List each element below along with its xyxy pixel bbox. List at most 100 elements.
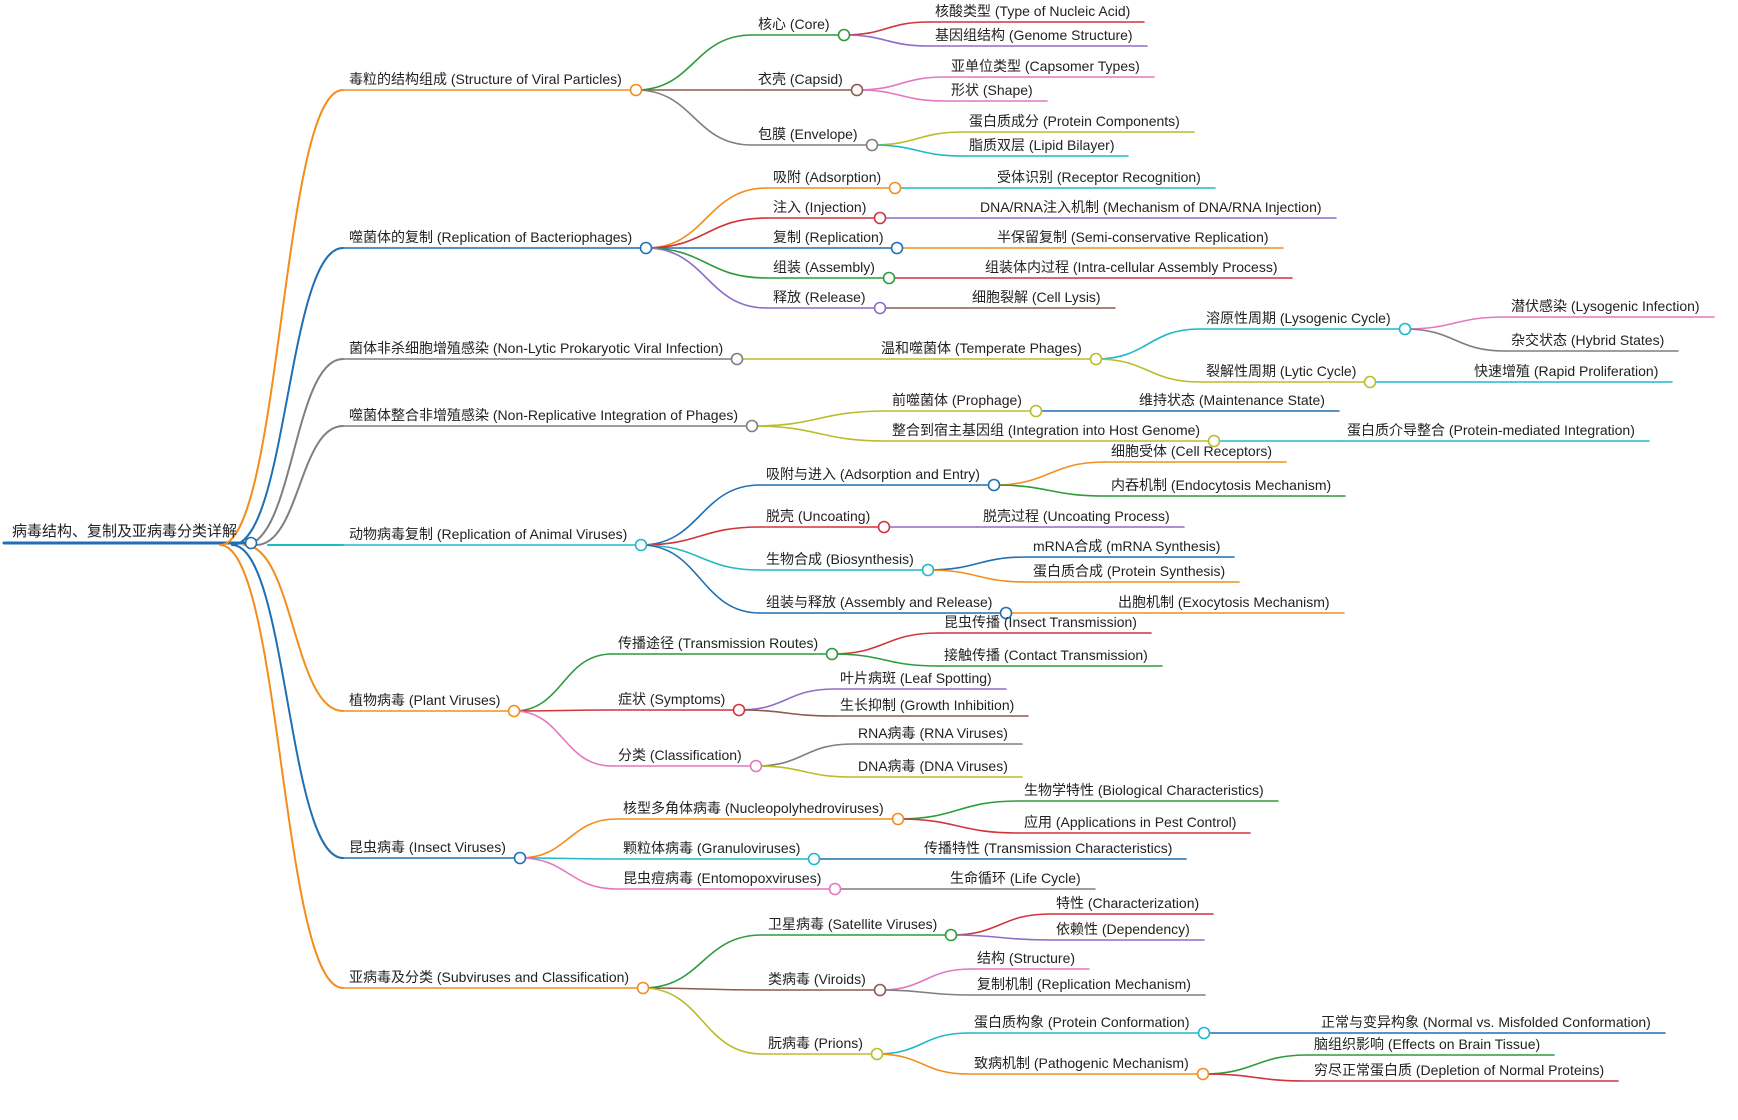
topic-core-collapse-toggle[interactable] xyxy=(837,28,851,42)
topic-temperate-phages-collapse-toggle[interactable] xyxy=(1089,352,1103,366)
topic-leaf-spotting[interactable]: 叶片病斑 (Leaf Spotting) xyxy=(840,670,992,686)
topic-protein-synthesis[interactable]: 蛋白质合成 (Protein Synthesis) xyxy=(1033,563,1226,579)
topic-semi-conservative-replication[interactable]: 半保留复制 (Semi-conservative Replication) xyxy=(997,229,1269,245)
topic-type-of-nucleic-acid[interactable]: 核酸类型 (Type of Nucleic Acid) xyxy=(935,3,1131,19)
topic-insect-viruses[interactable]: 昆虫病毒 (Insect Viruses) xyxy=(349,839,506,855)
topic-maintenance-state[interactable]: 维持状态 (Maintenance State) xyxy=(1139,392,1325,408)
topic-transmission-characteristics[interactable]: 传播特性 (Transmission Characteristics) xyxy=(924,840,1173,856)
topic-classification[interactable]: 分类 (Classification) xyxy=(618,747,742,763)
topic-classification-collapse-toggle[interactable] xyxy=(749,759,763,773)
topic-life-cycle[interactable]: 生命循环 (Life Cycle) xyxy=(950,870,1081,886)
topic-endocytosis-mechanism[interactable]: 内吞机制 (Endocytosis Mechanism) xyxy=(1111,477,1332,493)
topic-viroids-collapse-toggle[interactable] xyxy=(873,983,887,997)
topic-entomopoxviruses-collapse-toggle[interactable] xyxy=(828,882,842,896)
topic-symptoms-collapse-toggle[interactable] xyxy=(732,703,746,717)
topic-protein-mediated-integration[interactable]: 蛋白质介导整合 (Protein-mediated Integration) xyxy=(1347,422,1635,438)
topic-symptoms[interactable]: 症状 (Symptoms) xyxy=(618,691,726,707)
topic-plant-viruses[interactable]: 植物病毒 (Plant Viruses) xyxy=(349,692,501,708)
topic-plant-viruses-collapse-toggle[interactable] xyxy=(507,704,521,718)
topic-protein-conformation[interactable]: 蛋白质构象 (Protein Conformation) xyxy=(974,1014,1190,1030)
topic-cell-lysis[interactable]: 细胞裂解 (Cell Lysis) xyxy=(972,289,1101,305)
root-topic[interactable]: 病毒结构、复制及亚病毒分类详解 xyxy=(12,523,238,540)
topic-pathogenic-mechanism[interactable]: 致病机制 (Pathogenic Mechanism) xyxy=(974,1055,1189,1071)
topic-receptor-recognition[interactable]: 受体识别 (Receptor Recognition) xyxy=(997,169,1201,185)
topic-structure-of-viral-particles[interactable]: 毒粒的结构组成 (Structure of Viral Particles) xyxy=(349,71,622,87)
topic-uncoating-collapse-toggle[interactable] xyxy=(877,520,891,534)
topic-capsid[interactable]: 衣壳 (Capsid) xyxy=(758,71,843,87)
topic-replication-mechanism[interactable]: 复制机制 (Replication Mechanism) xyxy=(977,976,1191,992)
topic-envelope-collapse-toggle[interactable] xyxy=(865,138,879,152)
topic-biosynthesis-collapse-toggle[interactable] xyxy=(921,563,935,577)
topic-entomopoxviruses[interactable]: 昆虫痘病毒 (Entomopoxviruses) xyxy=(623,870,822,886)
topic-dependency[interactable]: 依赖性 (Dependency) xyxy=(1056,921,1190,937)
topic-lipid-bilayer[interactable]: 脂质双层 (Lipid Bilayer) xyxy=(969,137,1115,153)
topic-viroids[interactable]: 类病毒 (Viroids) xyxy=(768,971,866,987)
topic-protein-components[interactable]: 蛋白质成分 (Protein Components) xyxy=(969,113,1180,129)
topic-replication-of-animal-viruses-collapse-toggle[interactable] xyxy=(634,538,648,552)
topic-normal-vs-misfolded-conformation[interactable]: 正常与变异构象 (Normal vs. Misfolded Conformati… xyxy=(1321,1014,1651,1030)
topic-structure-of-viral-particles-collapse-toggle[interactable] xyxy=(629,83,643,97)
topic-non-replicative-integration-of-phages[interactable]: 噬菌体整合非增殖感染 (Non-Replicative Integration … xyxy=(349,407,739,423)
topic-lytic-cycle[interactable]: 裂解性周期 (Lytic Cycle) xyxy=(1206,363,1357,379)
topic-replication-of-bacteriophages-collapse-toggle[interactable] xyxy=(639,241,653,255)
topic-effects-on-brain-tissue[interactable]: 脑组织影响 (Effects on Brain Tissue) xyxy=(1314,1036,1541,1052)
topic-pathogenic-mechanism-collapse-toggle[interactable] xyxy=(1196,1067,1210,1081)
topic-core[interactable]: 核心 (Core) xyxy=(758,16,830,32)
topic-biological-characteristics[interactable]: 生物学特性 (Biological Characteristics) xyxy=(1024,782,1264,798)
topic-injection[interactable]: 注入 (Injection) xyxy=(773,199,867,215)
topic-assembly[interactable]: 组装 (Assembly) xyxy=(773,259,875,275)
topic-capsid-collapse-toggle[interactable] xyxy=(850,83,864,97)
root-collapse-toggle[interactable] xyxy=(244,536,258,550)
topic-non-lytic-prokaryotic-viral-infection-collapse-toggle[interactable] xyxy=(730,352,744,366)
topic-contact-transmission[interactable]: 接触传播 (Contact Transmission) xyxy=(944,647,1148,663)
topic-prions[interactable]: 朊病毒 (Prions) xyxy=(768,1035,863,1051)
topic-release-collapse-toggle[interactable] xyxy=(873,301,887,315)
topic-assembly-collapse-toggle[interactable] xyxy=(882,271,896,285)
topic-transmission-routes[interactable]: 传播途径 (Transmission Routes) xyxy=(618,635,819,651)
topic-insect-transmission[interactable]: 昆虫传播 (Insect Transmission) xyxy=(944,614,1137,630)
topic-satellite-viruses-collapse-toggle[interactable] xyxy=(944,928,958,942)
topic-mechanism-of-dna-rna-injection[interactable]: DNA/RNA注入机制 (Mechanism of DNA/RNA Inject… xyxy=(980,199,1322,215)
topic-lysogenic-cycle-collapse-toggle[interactable] xyxy=(1398,322,1412,336)
topic-uncoating[interactable]: 脱壳 (Uncoating) xyxy=(766,508,871,524)
topic-characterization[interactable]: 特性 (Characterization) xyxy=(1056,895,1200,911)
topic-temperate-phages[interactable]: 温和噬菌体 (Temperate Phages) xyxy=(881,340,1082,356)
topic-protein-conformation-collapse-toggle[interactable] xyxy=(1197,1026,1211,1040)
topic-intra-cellular-assembly-process[interactable]: 组装体内过程 (Intra-cellular Assembly Process) xyxy=(985,259,1278,275)
topic-granuloviruses-collapse-toggle[interactable] xyxy=(807,852,821,866)
topic-depletion-of-normal-proteins[interactable]: 穷尽正常蛋白质 (Depletion of Normal Proteins) xyxy=(1314,1062,1605,1078)
topic-subviruses-and-classification[interactable]: 亚病毒及分类 (Subviruses and Classification) xyxy=(349,969,630,985)
topic-rna-viruses[interactable]: RNA病毒 (RNA Viruses) xyxy=(858,725,1008,741)
topic-lysogenic-infection[interactable]: 潜伏感染 (Lysogenic Infection) xyxy=(1511,298,1700,314)
topic-replication-of-bacteriophages[interactable]: 噬菌体的复制 (Replication of Bacteriophages) xyxy=(349,229,633,245)
topic-hybrid-states[interactable]: 杂交状态 (Hybrid States) xyxy=(1511,332,1665,348)
topic-genome-structure[interactable]: 基因组结构 (Genome Structure) xyxy=(935,27,1133,43)
topic-subviruses-and-classification-collapse-toggle[interactable] xyxy=(636,981,650,995)
topic-integration-into-host-genome-collapse-toggle[interactable] xyxy=(1207,434,1221,448)
topic-granuloviruses[interactable]: 颗粒体病毒 (Granuloviruses) xyxy=(623,840,801,856)
topic-biosynthesis[interactable]: 生物合成 (Biosynthesis) xyxy=(766,551,914,567)
topic-lytic-cycle-collapse-toggle[interactable] xyxy=(1363,375,1377,389)
topic-nucleopolyhedroviruses-collapse-toggle[interactable] xyxy=(891,812,905,826)
topic-lysogenic-cycle[interactable]: 溶原性周期 (Lysogenic Cycle) xyxy=(1206,310,1391,326)
topic-applications-in-pest-control[interactable]: 应用 (Applications in Pest Control) xyxy=(1024,814,1237,830)
topic-replication-of-animal-viruses[interactable]: 动物病毒复制 (Replication of Animal Viruses) xyxy=(349,526,628,542)
topic-replication[interactable]: 复制 (Replication) xyxy=(773,229,884,245)
topic-assembly-and-release-collapse-toggle[interactable] xyxy=(999,606,1013,620)
topic-adsorption-and-entry-collapse-toggle[interactable] xyxy=(987,478,1001,492)
topic-adsorption-and-entry[interactable]: 吸附与进入 (Adsorption and Entry) xyxy=(766,466,980,482)
topic-satellite-viruses[interactable]: 卫星病毒 (Satellite Viruses) xyxy=(768,916,938,932)
topic-exocytosis-mechanism[interactable]: 出胞机制 (Exocytosis Mechanism) xyxy=(1118,594,1330,610)
topic-replication-collapse-toggle[interactable] xyxy=(890,241,904,255)
topic-rapid-proliferation[interactable]: 快速增殖 (Rapid Proliferation) xyxy=(1474,363,1659,379)
topic-transmission-routes-collapse-toggle[interactable] xyxy=(825,647,839,661)
topic-prophage-collapse-toggle[interactable] xyxy=(1029,404,1043,418)
topic-cell-receptors[interactable]: 细胞受体 (Cell Receptors) xyxy=(1111,443,1273,459)
topic-insect-viruses-collapse-toggle[interactable] xyxy=(513,851,527,865)
topic-nucleopolyhedroviruses[interactable]: 核型多角体病毒 (Nucleopolyhedroviruses) xyxy=(623,800,884,816)
topic-dna-viruses[interactable]: DNA病毒 (DNA Viruses) xyxy=(858,758,1008,774)
topic-adsorption[interactable]: 吸附 (Adsorption) xyxy=(773,169,882,185)
topic-capsomer-types[interactable]: 亚单位类型 (Capsomer Types) xyxy=(951,58,1140,74)
topic-integration-into-host-genome[interactable]: 整合到宿主基因组 (Integration into Host Genome) xyxy=(892,422,1201,438)
topic-shape[interactable]: 形状 (Shape) xyxy=(951,82,1033,98)
